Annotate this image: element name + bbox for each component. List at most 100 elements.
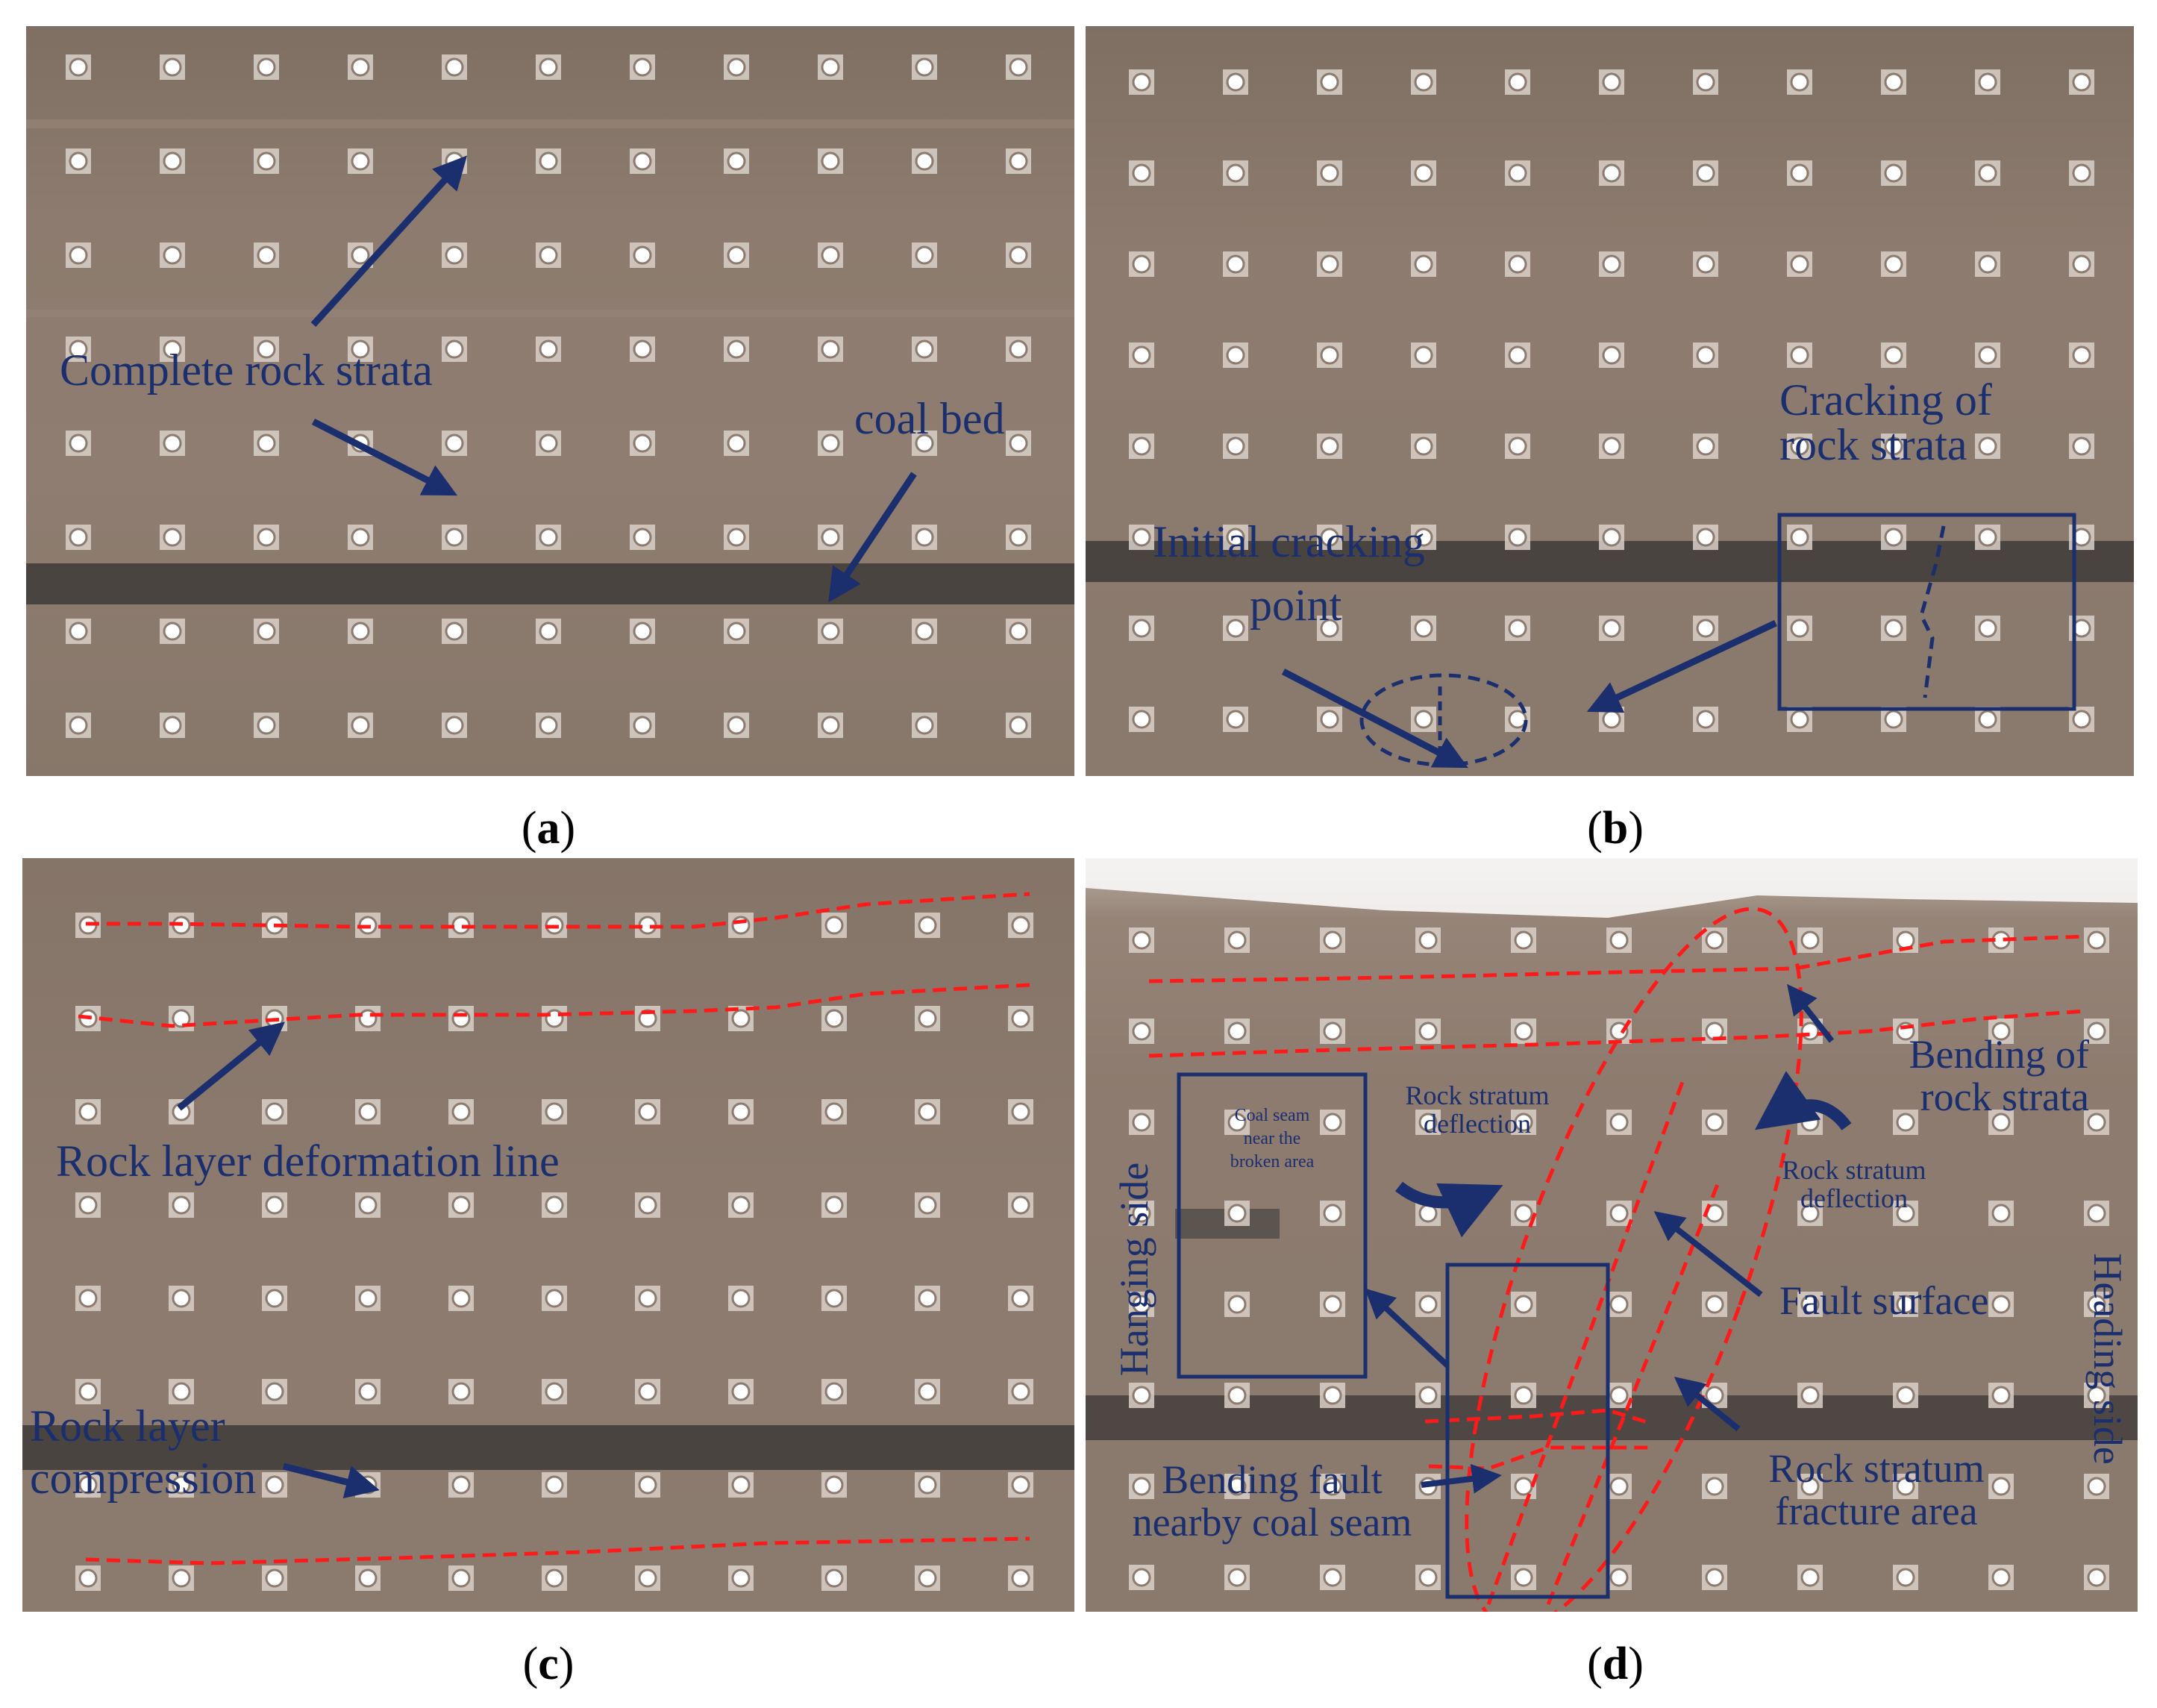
marker-circle-icon xyxy=(351,340,370,359)
marker-circle-icon xyxy=(821,622,840,641)
marker-circle-icon xyxy=(1978,345,1997,365)
marker-circle-icon xyxy=(163,151,182,171)
arrow-to-deformation-line xyxy=(177,1022,285,1111)
marker-circle-icon xyxy=(1320,528,1339,547)
marker-circle-icon xyxy=(1009,434,1028,453)
marker-circle-icon xyxy=(1323,1477,1342,1496)
marker-circle-icon xyxy=(638,1009,657,1028)
marker-circle-icon xyxy=(731,1195,751,1215)
marker-circle-icon xyxy=(1696,710,1715,729)
marker-circle-icon xyxy=(1514,1386,1533,1405)
marker-circle-icon xyxy=(1320,254,1339,274)
marker-circle-icon xyxy=(257,622,276,641)
marker-circle-icon xyxy=(1978,163,1997,183)
marker-circle-icon xyxy=(1414,72,1433,92)
marker-circle-icon xyxy=(1790,345,1809,365)
marker-circle-icon xyxy=(351,245,370,265)
marker-circle-icon xyxy=(1227,1113,1247,1132)
marker-grid xyxy=(1129,69,2094,732)
hanging-side-label: Hanging side xyxy=(1112,1162,1156,1377)
arrow-box-to-inset xyxy=(1365,1288,1450,1368)
marker-circle-icon xyxy=(1414,710,1433,729)
heading-side-label: Heading side xyxy=(2085,1253,2130,1465)
marker-circle-icon xyxy=(915,434,934,453)
marker-circle-icon xyxy=(633,716,652,735)
marker-circle-icon xyxy=(638,1289,657,1308)
marker-circle-icon xyxy=(351,151,370,171)
marker-circle-icon xyxy=(1991,1022,2011,1041)
marker-circle-icon xyxy=(918,1382,937,1401)
marker-circle-icon xyxy=(824,1102,844,1122)
marker-circle-icon xyxy=(1978,254,1997,274)
marker-circle-icon xyxy=(2072,163,2091,183)
marker-circle-icon xyxy=(915,57,934,77)
marker-circle-icon xyxy=(78,1102,98,1122)
marker-circle-icon xyxy=(638,1475,657,1495)
marker-circle-icon xyxy=(1011,1475,1030,1495)
marker-circle-icon xyxy=(2072,437,2091,456)
marker-circle-icon xyxy=(1226,619,1245,638)
fault-line-2 xyxy=(1546,1178,1722,1605)
marker-circle-icon xyxy=(1227,1022,1247,1041)
marker-circle-icon xyxy=(1418,1568,1438,1587)
marker-circle-icon xyxy=(1800,1204,1820,1223)
bending-line-1 xyxy=(1148,934,2086,983)
coal-bed-label: coal bed xyxy=(854,394,1005,443)
marker-circle-icon xyxy=(918,1289,937,1308)
marker-circle-icon xyxy=(1227,1568,1247,1587)
marker-circle-icon xyxy=(1978,619,1997,638)
marker-circle-icon xyxy=(1514,1022,1533,1041)
marker-circle-icon xyxy=(257,340,276,359)
marker-circle-icon xyxy=(1320,163,1339,183)
marker-circle-icon xyxy=(1414,619,1433,638)
marker-circle-icon xyxy=(1414,528,1433,547)
marker-circle-icon xyxy=(78,1382,98,1401)
marker-circle-icon xyxy=(824,1009,844,1028)
marker-circle-icon xyxy=(1132,254,1151,274)
marker-circle-icon xyxy=(1226,528,1245,547)
marker-grid xyxy=(1129,927,2109,1590)
marker-circle-icon xyxy=(445,716,464,735)
marker-circle-icon xyxy=(1696,619,1715,638)
marker-circle-icon xyxy=(257,151,276,171)
marker-circle-icon xyxy=(451,1009,471,1028)
marker-circle-icon xyxy=(265,1475,284,1495)
marker-circle-icon xyxy=(351,528,370,547)
marker-circle-icon xyxy=(545,1102,564,1122)
marker-circle-icon xyxy=(172,1568,191,1588)
marker-circle-icon xyxy=(1132,1477,1151,1496)
marker-circle-icon xyxy=(445,245,464,265)
compression-label-line1: Rock layer xyxy=(30,1401,225,1451)
marker-circle-icon xyxy=(257,245,276,265)
marker-circle-icon xyxy=(1320,345,1339,365)
marker-circle-icon xyxy=(69,151,88,171)
marker-circle-icon xyxy=(1132,930,1151,950)
marker-circle-icon xyxy=(358,1568,378,1588)
marker-circle-icon xyxy=(1011,1009,1030,1028)
marker-circle-icon xyxy=(727,151,746,171)
marker-circle-icon xyxy=(1884,254,1903,274)
marker-circle-icon xyxy=(1800,1386,1820,1405)
marker-circle-icon xyxy=(633,528,652,547)
marker-circle-icon xyxy=(727,528,746,547)
marker-circle-icon xyxy=(1609,1295,1629,1314)
marker-circle-icon xyxy=(69,340,88,359)
fault-surface-label: Fault surface xyxy=(1779,1278,1989,1323)
marker-circle-icon xyxy=(172,1382,191,1401)
marker-circle-icon xyxy=(451,1102,471,1122)
panel-c-svg xyxy=(22,858,1074,1612)
marker-circle-icon xyxy=(918,916,937,935)
marker-circle-icon xyxy=(1800,930,1820,950)
marker-circle-icon xyxy=(163,716,182,735)
marker-circle-icon xyxy=(638,1382,657,1401)
marker-circle-icon xyxy=(69,716,88,735)
panel-b-caption: (b) xyxy=(1587,803,1644,854)
marker-circle-icon xyxy=(1705,1113,1724,1132)
panel-b-svg xyxy=(1086,26,2134,776)
marker-circle-icon xyxy=(1011,1102,1030,1122)
marker-circle-icon xyxy=(545,1568,564,1588)
marker-circle-icon xyxy=(1896,1113,1915,1132)
marker-circle-icon xyxy=(2087,1386,2106,1405)
marker-circle-icon xyxy=(1790,72,1809,92)
marker-circle-icon xyxy=(451,1568,471,1588)
